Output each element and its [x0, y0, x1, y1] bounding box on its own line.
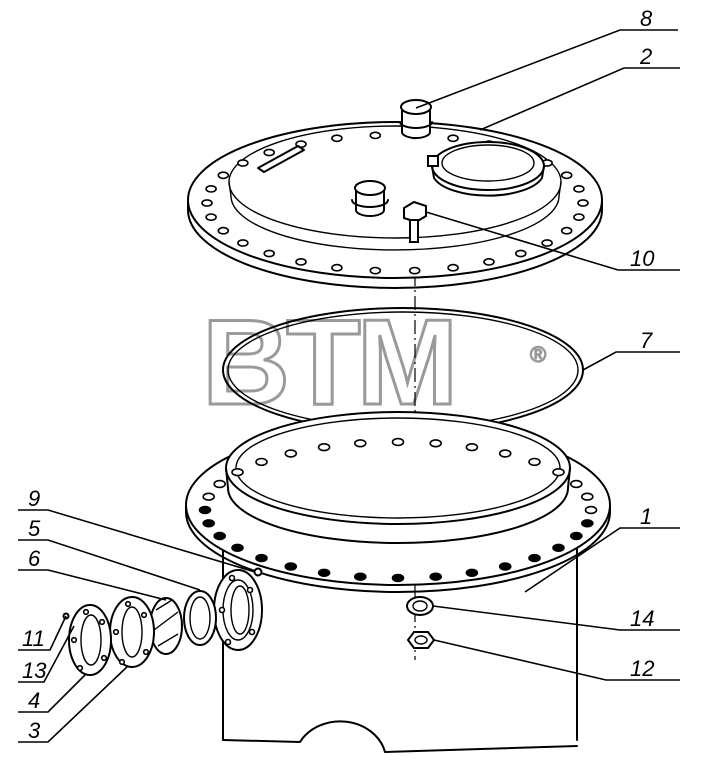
bolt-hole	[202, 519, 215, 528]
bolt-hole	[569, 479, 583, 489]
bolt-hole	[331, 134, 343, 143]
bolt-hole	[331, 263, 343, 272]
bolt-hole	[353, 572, 367, 581]
bolt-hole	[580, 519, 594, 528]
bolt-hole	[317, 568, 331, 577]
bolt-hole	[514, 249, 527, 258]
bolt	[403, 200, 427, 243]
bolt-hole	[447, 134, 459, 143]
bolt-hole	[447, 263, 459, 272]
callout-13: 13	[22, 658, 47, 683]
bolt-hole	[237, 239, 249, 247]
bolt-hole	[569, 531, 583, 541]
bolt-hole	[498, 449, 512, 458]
bolt-hole	[217, 171, 230, 180]
bolt-hole	[541, 239, 553, 247]
bolt-hole	[255, 553, 268, 563]
window-flange	[109, 596, 155, 668]
callout-14: 14	[630, 606, 654, 631]
side-inspection-opening	[213, 569, 263, 651]
tank-body	[185, 411, 611, 753]
bolt-hole	[498, 562, 512, 571]
bolt-hole	[205, 213, 217, 221]
callout-11: 11	[22, 626, 45, 651]
window-cover-plate	[68, 604, 112, 676]
bolt-hole	[202, 492, 215, 501]
bolt-hole	[391, 573, 405, 583]
bolt-hole	[231, 543, 244, 552]
bolt-hole	[284, 562, 298, 571]
flange-bolt-holes	[198, 437, 598, 583]
bolt-hole	[408, 266, 421, 275]
callout-8: 8	[640, 6, 653, 31]
callout-leaders	[18, 29, 680, 743]
bolt-hole	[577, 199, 589, 207]
bolt-hole	[255, 457, 268, 467]
window-gasket	[183, 590, 217, 646]
sight-glass	[149, 597, 183, 655]
bolt-hole	[213, 531, 226, 541]
bolt-hole	[205, 184, 217, 193]
bolt-hole	[201, 199, 213, 207]
callout-numbers: 8 2 10 7 1 14 12 9 5 6 11 13 4 3	[22, 6, 655, 743]
bolt-hole	[231, 468, 244, 477]
bolt-hole	[580, 492, 594, 501]
bolt-hole	[465, 443, 479, 452]
bolt-hole	[263, 148, 276, 157]
bolt-hole	[573, 213, 585, 221]
bolt-hole	[295, 257, 307, 266]
bolt-hole	[217, 226, 230, 235]
bolt-hole	[573, 184, 585, 193]
small-screw	[253, 567, 263, 577]
callout-2: 2	[639, 44, 652, 69]
bolt-hole	[353, 439, 367, 448]
bolt-hole	[263, 249, 276, 258]
bolt-hole	[528, 553, 541, 563]
callout-1: 1	[640, 504, 652, 529]
bolt-hole	[198, 505, 212, 515]
bolt-hole	[560, 226, 573, 235]
cover-hatch	[427, 141, 545, 197]
bolt-hole	[429, 439, 443, 448]
callout-10: 10	[630, 246, 655, 271]
bolt-hole	[237, 159, 249, 167]
callout-5: 5	[28, 516, 41, 541]
watermark-text: BTM	[202, 294, 454, 430]
watermark-registered-mark: ®	[530, 342, 546, 367]
bolt-hole	[528, 457, 541, 467]
cover-lid	[187, 121, 603, 289]
callout-9: 9	[28, 486, 40, 511]
drain-nut	[406, 631, 436, 649]
watermark: BTM ®	[201, 293, 547, 432]
callout-6: 6	[28, 546, 41, 571]
bolt-hole	[552, 543, 565, 552]
callout-4: 4	[28, 688, 40, 713]
bolt-hole	[465, 568, 479, 577]
bolt-hole	[552, 468, 565, 477]
callout-12: 12	[630, 656, 654, 681]
bolt-hole	[483, 257, 495, 266]
bolt-hole	[213, 479, 226, 489]
cover-handle	[257, 145, 305, 173]
bolt-hole	[560, 171, 573, 180]
callout-3: 3	[28, 718, 41, 743]
fitting-ring	[406, 596, 434, 616]
cover-breather-cap	[351, 180, 389, 217]
bolt-hole	[317, 443, 331, 452]
callout-7: 7	[640, 328, 653, 353]
bolt-hole	[584, 505, 598, 515]
bolt-hole	[369, 131, 382, 140]
bolt-hole	[391, 437, 405, 447]
bolt-hole	[429, 572, 443, 581]
plug-cap	[399, 99, 433, 139]
bolt-hole	[284, 449, 298, 458]
bolt-hole	[369, 266, 382, 275]
